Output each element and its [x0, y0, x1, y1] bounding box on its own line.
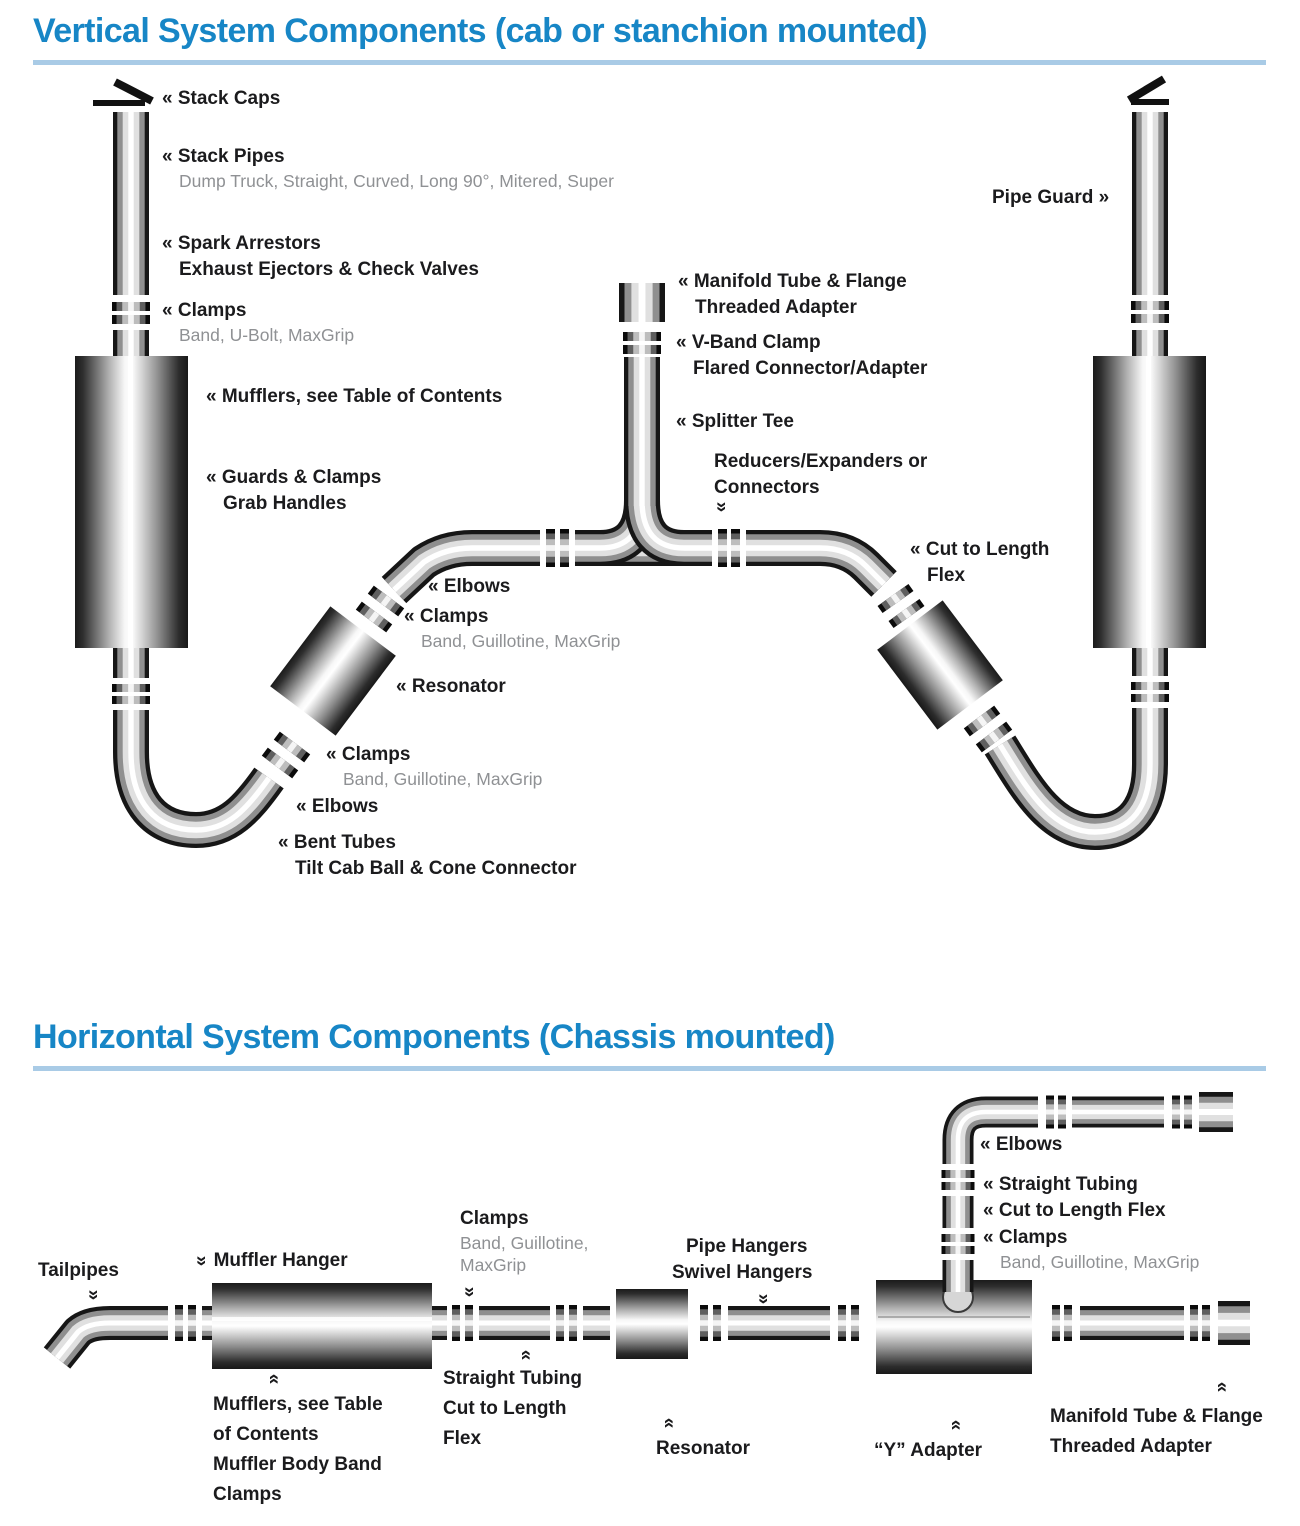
right-muffler-highlight	[1146, 356, 1151, 648]
label-elbows-upper: « Elbows	[428, 576, 511, 597]
label-resonator-v: « Resonator	[396, 676, 506, 697]
right-diag-clamp-upper	[877, 583, 925, 629]
down-chevron-icon: «	[82, 1289, 104, 1301]
label-splitter-tee: « Splitter Tee	[676, 411, 794, 432]
left-resonator	[270, 606, 396, 736]
label-guards-clamps: « Guards & Clamps Grab Handles	[206, 467, 382, 514]
right-stack-cap	[1126, 75, 1169, 105]
horizontal-muffler-highlight	[212, 1317, 432, 1321]
label-clamps-r: « Clamps Band, Guillotine, MaxGrip	[983, 1227, 1200, 1272]
label-manifold-h: Manifold Tube & Flange Threaded Adapter	[1050, 1406, 1263, 1457]
down-chevron-icon: «	[458, 1286, 480, 1298]
left-muffler-highlight	[128, 356, 133, 648]
label-bent-tubes: « Bent Tubes Tilt Cab Ball & Cone Connec…	[278, 832, 577, 879]
label-resonator-h: Resonator	[656, 1438, 750, 1459]
label-cut-to-length-flex-v: « Cut to Length Flex	[910, 539, 1050, 586]
label-muffler-hanger: «Muffler Hanger	[190, 1250, 348, 1271]
left-diag-clamp-lower	[261, 731, 311, 779]
label-tailpipes: Tailpipes	[38, 1260, 119, 1281]
right-diag-clamp-lower	[963, 705, 1013, 753]
down-chevron-icon: «	[752, 1293, 774, 1305]
label-straight-tubing-flex: Straight Tubing Cut to Length Flex	[443, 1368, 582, 1449]
vertical-title-rule	[33, 60, 1266, 65]
label-stack-pipes: « Stack Pipes Dump Truck, Straight, Curv…	[162, 146, 614, 191]
label-y-adapter: “Y” Adapter	[874, 1440, 983, 1461]
up-chevron-icon: «	[1211, 1381, 1233, 1393]
horizontal-system	[43, 1092, 1250, 1374]
horizontal-muffler	[212, 1283, 432, 1369]
left-stack-assembly	[75, 78, 540, 848]
label-stack-caps: « Stack Caps	[162, 88, 281, 109]
label-elbows-h: « Elbows	[980, 1134, 1063, 1155]
right-u-bend	[984, 708, 1168, 850]
label-v-band-clamp: « V-Band Clamp Flared Connector/Adapter	[676, 332, 928, 379]
label-cut-to-length-flex-r: « Cut to Length Flex	[983, 1200, 1166, 1221]
up-chevron-icon: «	[658, 1417, 680, 1429]
up-chevron-icon: «	[945, 1419, 967, 1431]
up-chevron-icon: «	[263, 1373, 285, 1385]
label-clamps-top: « Clamps Band, U-Bolt, MaxGrip	[162, 300, 355, 345]
label-pipe-hangers: Pipe Hangers Swivel Hangers	[672, 1236, 813, 1283]
right-horizontal-elbow-pipe	[746, 530, 897, 597]
label-mufflers-h: Mufflers, see Table of Contents Muffler …	[213, 1394, 383, 1505]
splitter-tee-fillet-right	[624, 499, 686, 566]
label-reducers-expanders: Reducers/Expanders or Connectors	[714, 451, 928, 498]
center-splitter-assembly	[546, 283, 897, 597]
label-clamps-mid: « Clamps Band, Guillotine, MaxGrip	[404, 606, 621, 651]
cut-to-length-flex-section	[877, 600, 1003, 730]
label-straight-tubing-r: « Straight Tubing	[983, 1174, 1138, 1195]
label-elbows-lower: « Elbows	[296, 796, 379, 817]
label-pipe-guard: Pipe Guard »	[992, 187, 1110, 208]
label-clamps-lower: « Clamps Band, Guillotine, MaxGrip	[326, 744, 543, 789]
label-mufflers: « Mufflers, see Table of Contents	[206, 386, 503, 407]
vertical-section-title: Vertical System Components (cab or stanc…	[33, 12, 928, 50]
horizontal-resonator	[616, 1289, 688, 1359]
up-chevron-icon: «	[515, 1349, 537, 1361]
right-stack-assembly	[877, 75, 1206, 850]
left-stack-cap	[93, 78, 154, 106]
branch-elbow	[942, 1096, 1038, 1164]
tailpipe	[43, 1306, 168, 1369]
down-chevron-icon: «	[190, 1255, 212, 1267]
left-u-bend	[113, 710, 284, 848]
down-chevron-icon: «	[710, 501, 732, 513]
label-clamps-h-left: Clamps Band, Guillotine, MaxGrip	[460, 1208, 589, 1275]
label-manifold-v: « Manifold Tube & Flange Threaded Adapte…	[678, 271, 907, 318]
label-spark-arrestors: « Spark Arrestors Exhaust Ejectors & Che…	[162, 233, 479, 280]
horizontal-section-title: Horizontal System Components (Chassis mo…	[33, 1018, 835, 1056]
horizontal-title-rule	[33, 1066, 1266, 1071]
left-diag-clamp-upper	[355, 585, 405, 633]
left-diag-elbow-pipe	[381, 530, 540, 604]
